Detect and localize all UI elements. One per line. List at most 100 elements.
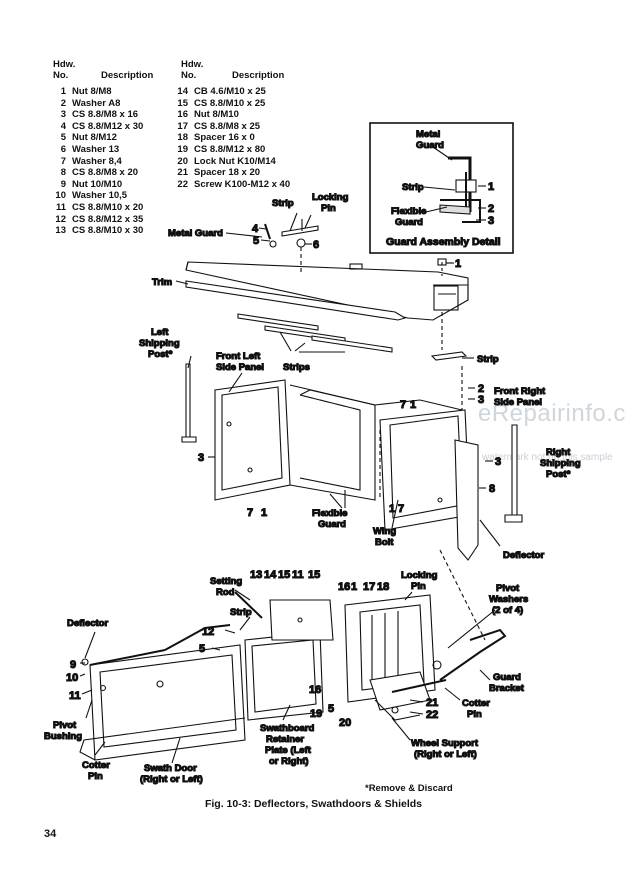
callout-12: 12 [202,626,214,638]
callout-15a: 15 [278,569,290,581]
callout-2: 2 [478,383,484,395]
label-wheel-support-1: Wheel Support [411,738,479,749]
metal-guard-part [185,261,469,321]
callout-1c: 1 [261,507,267,519]
callout-3a: 3 [478,394,484,406]
label-wing-bolt-2: Bolt [375,537,394,548]
right-shipping-post [504,424,523,523]
callout-1d: 1 [389,503,395,515]
hardware-description: Spacer 16 x 0 [194,132,255,144]
hardware-description: Washer 13 [72,144,120,155]
hardware-description: CS 8.8/M8 x 16 [72,109,139,121]
detail-metal-guard-label-1: Metal [416,129,440,140]
flexible-guard-box [289,384,376,508]
hardware-number: 22 [177,178,188,190]
label-trim: Trim [152,277,172,288]
label-left-shipping-post-2: Shipping [139,338,180,349]
watermark: eRepairinfo.com [478,400,627,427]
hardware-description: Nut 8/M8 [72,86,112,97]
label-right-shipping-post-3: Post* [546,469,571,480]
detail-flexible-guard-label-1: Flexible [391,206,426,217]
label-pivot-washers-2: Washers [489,594,528,605]
label-swathboard-retainer-4: or Right) [269,756,309,767]
hardware-description: CS 8.8/M12 x 80 [194,144,266,155]
hardware-number: 9 [60,178,66,190]
detail-callout-1: 1 [488,181,494,193]
label-pivot-washers-3: (2 of 4) [492,605,523,616]
lower-assembly [79,591,507,761]
label-setting-rod-1: Setting [210,576,242,587]
callout-13: 13 [250,569,262,581]
number-callouts: 4 5 6 1 2 3 7 1 3 3 8 7 1 1 7 13 14 15 1… [65,222,501,729]
label-swath-door-1: Swath Door [144,763,197,774]
hardware-description: CS 8.8/M8 x 20 [72,167,139,179]
callout-15b: 15 [308,569,320,581]
label-guard-bracket-1: Guard [493,672,521,683]
hardware-description: CS 8.8/M12 x 30 [72,120,144,132]
hardware-row: 16 Nut 8/M10 [166,109,239,121]
hardware-number: 13 [55,225,66,237]
hardware-number: 7 [60,155,66,167]
part-labels: Strip Locking Pin Metal Guard Trim Left … [43,191,581,785]
label-flexible-guard-2: Guard [318,519,346,530]
label-right-shipping-post-2: Shipping [540,458,581,469]
hardware-number: 2 [60,97,66,109]
front-left-side-panel [214,379,291,501]
hardware-number: 15 [177,97,188,109]
label-setting-rod-2: Rod [216,587,235,598]
callout-22: 22 [426,709,438,721]
hardware-description: Nut 8/M12 [72,132,117,144]
callout-21: 21 [426,697,438,709]
hardware-number: 11 [55,202,66,213]
label-left-shipping-post-1: Left [151,327,169,338]
callout-9: 9 [70,659,76,671]
hardware-description: Washer 10,5 [72,190,128,202]
hardware-description: CS 8.8/M10 x 30 [72,225,144,237]
left-shipping-post [181,363,197,443]
label-strip-top: Strip [272,198,294,209]
callout-7c: 7 [398,503,404,515]
trim-part [185,280,407,321]
callout-3c: 3 [495,456,501,468]
label-cotter-pin-right-2: Pin [467,709,482,720]
callout-5: 5 [253,235,259,247]
col-header-hdw-right: Hdw. [181,59,204,70]
callout-5c: 5 [328,703,334,715]
callout-11b: 11 [69,690,81,702]
label-wheel-support-2: (Right or Left) [414,749,477,760]
detail-callout-2: 2 [488,203,494,215]
hardware-row: 13 CS 8.8/M10 x 30 [44,225,143,237]
label-pivot-bushing-2: Bushing [44,731,82,742]
deflector-upper [454,439,479,561]
hardware-row: 15 CS 8.8/M10 x 25 [166,98,265,110]
label-deflector-right: Deflector [503,550,544,561]
watermark-note: watermark not on this sample [482,452,613,463]
label-guard-bracket-2: Bracket [489,683,525,694]
footnote: *Remove & Discard [365,783,453,794]
callout-18: 18 [377,581,389,593]
label-front-left-side-panel-2: Side Panel [216,362,264,373]
hardware-description: Nut 8/M10 [194,109,239,121]
hardware-number: 16 [177,109,188,121]
label-cotter-pin-right-1: Cotter [462,698,490,709]
col-header-hdw-left: Hdw. [53,59,76,70]
label-front-left-side-panel-1: Front Left [216,351,261,362]
hardware-number: 5 [60,132,66,144]
label-pivot-bushing-1: Pivot [53,720,77,731]
callout-10: 10 [66,672,78,684]
callout-3b: 3 [198,452,204,464]
label-pivot-washers-1: Pivot [496,583,520,594]
hardware-description: CS 8.8/M10 x 25 [194,97,266,109]
col-header-no-right: No. [181,70,197,81]
hardware-number: 21 [177,167,188,179]
